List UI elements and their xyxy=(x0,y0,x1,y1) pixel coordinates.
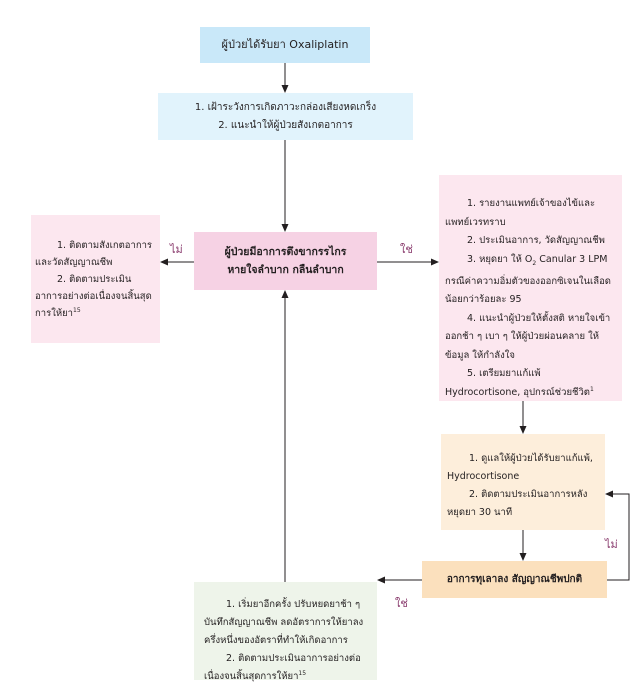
node-start-text: ผู้ป่วยได้รับยา Oxaliplatin xyxy=(221,38,349,51)
yes-branch-item-3: 3. หยุดยา ให้ O2 Canular 3 LPM กรณีค่าคว… xyxy=(445,253,611,306)
decision-line-1: ผู้ป่วยมีอาการตึงขากรรไกร xyxy=(224,246,347,258)
yes-branch-item-4: 4. แนะนำผู้ป่วยให้ตั้งสติ หายใจเข้าออกช้… xyxy=(445,312,611,361)
node-no-branch: 1. ติดตามสังเกตอาการและวัดสัญญาณชีพ 2. ต… xyxy=(31,215,160,343)
yes-branch-item-5: 5. เตรียมยาแก้แพ้ Hydrocortisone, อุปกรณ… xyxy=(445,368,594,398)
no-branch-item-1: 1. ติดตามสังเกตอาการและวัดสัญญาณชีพ xyxy=(35,240,153,268)
label-check-no: ไม่ xyxy=(605,538,618,551)
restart-item-1: 1. เริ่มยาอีกครั้ง ปรับหยดยาช้า ๆ บันทึก… xyxy=(204,599,364,646)
node-monitor: 1. เฝ้าระวังการเกิดภาวะกล่องเสียงหดเกร็ง… xyxy=(158,93,413,140)
monitor-line-2: 2. แนะนำให้ผู้ป่วยสังเกตอาการ xyxy=(218,119,353,131)
care-item-1: 1. ดูแลให้ผู้ป่วยได้รับยาแก้แพ้, Hydroco… xyxy=(447,453,593,482)
node-restart: 1. เริ่มยาอีกครั้ง ปรับหยดยาช้า ๆ บันทึก… xyxy=(194,582,377,682)
check-text: อาการทุเลาลง สัญญาณชีพปกติ xyxy=(446,573,583,585)
node-start: ผู้ป่วยได้รับยา Oxaliplatin xyxy=(200,27,370,63)
node-check: อาการทุเลาลง สัญญาณชีพปกติ xyxy=(422,561,607,598)
label-decision-no: ไม่ xyxy=(170,243,183,256)
node-yes-branch: 1. รายงานแพทย์เจ้าของไข้และแพทย์เวรทราบ … xyxy=(439,175,622,401)
no-branch-item-2: 2. ติดตามประเมินอาการอย่างต่อเนื่องจนสิ้… xyxy=(35,274,152,319)
node-decision: ผู้ป่วยมีอาการตึงขากรรไกร หายใจลำบาก กลื… xyxy=(194,232,377,290)
restart-item-2: 2. ติดตามประเมินอาการอย่างต่อเนื่องจนสิ้… xyxy=(204,653,361,682)
monitor-line-1: 1. เฝ้าระวังการเกิดภาวะกล่องเสียงหดเกร็ง xyxy=(194,101,377,113)
node-care: 1. ดูแลให้ผู้ป่วยได้รับยาแก้แพ้, Hydroco… xyxy=(441,434,605,530)
yes-branch-item-1: 1. รายงานแพทย์เจ้าของไข้และแพทย์เวรทราบ xyxy=(445,198,596,228)
label-decision-yes: ใช่ xyxy=(400,243,413,256)
label-check-yes: ใช่ xyxy=(395,597,408,610)
decision-line-2: หายใจลำบาก กลืนลำบาก xyxy=(227,264,344,276)
care-item-2: 2. ติดตามประเมินอาการหลังหยุดยา 30 นาที xyxy=(447,489,588,518)
arrow-check-no-loop xyxy=(605,490,630,581)
yes-branch-item-2: 2. ประเมินอาการ, วัดสัญญาณชีพ xyxy=(467,235,605,246)
